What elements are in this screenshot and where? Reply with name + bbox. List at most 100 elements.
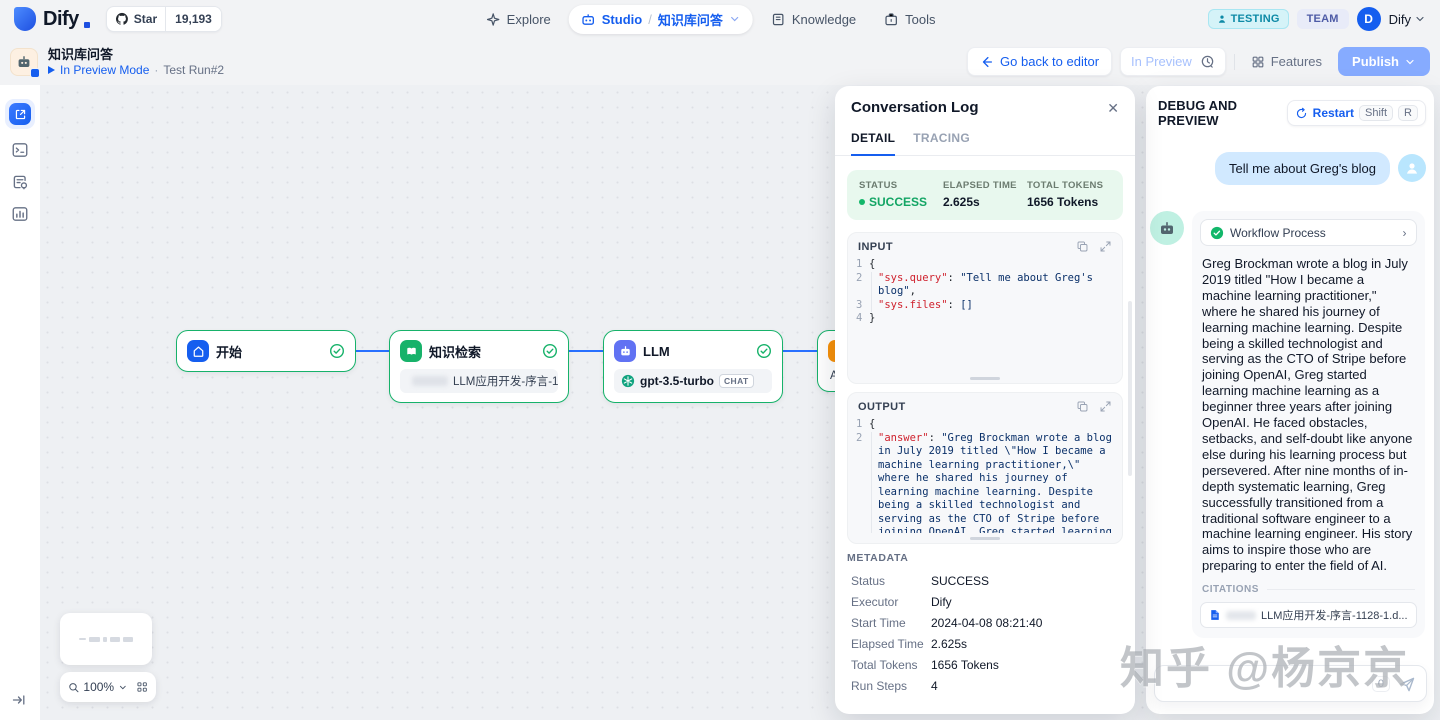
chevron-right-icon: › — [1402, 225, 1407, 240]
nav-studio-label: Studio — [601, 11, 643, 27]
line-number: 1 — [856, 418, 863, 430]
go-back-label: Go back to editor — [1000, 54, 1100, 69]
close-icon[interactable]: ✕ — [1107, 99, 1119, 116]
output-block-label: OUTPUT — [858, 400, 906, 413]
nav-tools[interactable]: Tools — [874, 6, 945, 33]
status-label: STATUS — [859, 180, 898, 191]
line-number: 2 — [856, 431, 863, 444]
output-json[interactable]: 1{ 2"answer": "Greg Brockman wrote a blo… — [848, 415, 1122, 533]
github-star-button[interactable]: Star 19,193 — [105, 6, 222, 32]
minimap-node — [110, 636, 120, 642]
auto-layout-icon[interactable] — [136, 680, 148, 694]
node-start[interactable]: 开始 — [176, 330, 356, 372]
node-title: 知识检索 — [429, 344, 482, 360]
sidebar-collapse-button[interactable] — [11, 692, 27, 708]
model-name: gpt-3.5-turbo — [640, 374, 714, 388]
line-number: 1 — [856, 258, 863, 270]
code-line: } — [869, 312, 876, 324]
bot-message-card: Workflow Process › Greg Brockman wrote a… — [1192, 211, 1425, 639]
resize-handle[interactable] — [970, 537, 1000, 540]
bar-chart-icon — [12, 207, 28, 221]
restart-button[interactable]: Restart Shift R — [1286, 100, 1426, 126]
chevron-down-icon[interactable] — [118, 682, 128, 693]
team-badge[interactable]: TEAM — [1296, 9, 1349, 29]
citations-label: CITATIONS — [1202, 584, 1259, 596]
account-name: Dify — [1388, 11, 1411, 27]
env-badge-label: TESTING — [1230, 13, 1280, 25]
kbd-r: R — [1398, 105, 1418, 121]
explore-icon — [486, 12, 500, 26]
success-check-icon — [542, 343, 558, 359]
publish-label: Publish — [1352, 54, 1399, 69]
line-number: 2 — [856, 271, 863, 284]
code-line: "sys.query": "Tell me about Greg's blog"… — [871, 271, 1112, 299]
divider — [1233, 53, 1235, 70]
dataset-chip[interactable]: LLM应用开发-序言-1128... — [400, 369, 558, 393]
chat-input[interactable]: 0 — [1154, 665, 1427, 702]
mode-row: In Preview Mode · Test Run#2 — [48, 63, 224, 77]
history-clock-icon[interactable] — [1200, 54, 1215, 69]
env-badge-testing[interactable]: TESTING — [1207, 9, 1289, 29]
minimap-node — [79, 638, 86, 640]
bot-avatar — [1150, 211, 1184, 245]
nav-studio-active[interactable]: Studio / 知识库问答 — [568, 4, 753, 34]
scrollbar-thumb[interactable] — [1128, 301, 1132, 476]
resize-handle[interactable] — [970, 377, 1000, 380]
send-icon[interactable] — [1398, 675, 1416, 693]
dify-logo-dot — [83, 22, 90, 28]
nav-tools-label: Tools — [905, 11, 936, 27]
success-check-icon — [756, 343, 772, 359]
user-avatar[interactable]: D — [1356, 7, 1381, 31]
workflow-process-toggle[interactable]: Workflow Process › — [1200, 219, 1417, 246]
features-button[interactable]: Features — [1243, 48, 1330, 75]
in-preview-group[interactable]: In Preview — [1120, 47, 1226, 76]
sidebar-item-api[interactable] — [9, 139, 31, 161]
sidebar-item-orchestrate[interactable] — [5, 99, 35, 129]
citation-file-chip[interactable]: LLM应用开发-序言-1128-1.d... — [1200, 602, 1417, 629]
openai-icon — [621, 374, 635, 388]
publish-button[interactable]: Publish — [1338, 47, 1430, 76]
tab-tracing[interactable]: TRACING — [913, 131, 971, 145]
sidebar-item-monitoring[interactable] — [9, 203, 31, 225]
github-icon — [115, 12, 128, 25]
dify-logo-icon — [14, 7, 36, 31]
elapsed-value: 2.625s — [943, 195, 980, 209]
input-json[interactable]: 1{ 2"sys.query": "Tell me about Greg's b… — [848, 255, 1122, 373]
app-icon[interactable] — [10, 47, 40, 78]
nav-knowledge[interactable]: Knowledge — [761, 6, 866, 33]
nav-explore[interactable]: Explore — [476, 6, 561, 33]
appbar-actions: Go back to editor In Preview Features Pu… — [967, 47, 1430, 76]
tab-detail[interactable]: DETAIL — [851, 122, 896, 156]
copy-icon[interactable] — [1076, 400, 1089, 413]
account-menu[interactable]: Dify — [1389, 12, 1426, 27]
test-run-label: Test Run#2 — [163, 62, 225, 77]
zoom-level[interactable]: 100% — [83, 680, 115, 694]
model-chip[interactable]: gpt-3.5-turbo CHAT — [614, 369, 772, 393]
check-circle-icon — [1210, 226, 1224, 239]
expand-icon[interactable] — [1099, 240, 1112, 253]
go-back-to-editor-button[interactable]: Go back to editor — [967, 47, 1113, 76]
dataset-name: LLM应用开发-序言-1128... — [453, 376, 558, 388]
workflow-edge — [783, 350, 817, 352]
redacted-text-blur — [1226, 610, 1256, 620]
code-line: "answer": "Greg Brockman wrote a blog in… — [871, 431, 1112, 533]
sidebar-item-logs[interactable] — [9, 171, 31, 193]
canvas-minimap[interactable] — [60, 613, 152, 665]
node-llm[interactable]: LLM gpt-3.5-turbo CHAT — [603, 330, 783, 403]
workflow-edge — [356, 350, 390, 352]
copy-icon[interactable] — [1076, 240, 1089, 253]
user-chat-avatar — [1398, 154, 1426, 182]
llm-icon — [614, 340, 636, 362]
node-knowledge-retrieval[interactable]: 知识检索 LLM应用开发-序言-1128... — [389, 330, 569, 403]
kbd-shift: Shift — [1359, 105, 1394, 121]
expand-icon[interactable] — [1099, 400, 1112, 413]
main-nav: Explore Studio / 知识库问答 Knowledge Tools — [476, 0, 946, 38]
dify-logo[interactable]: Dify — [14, 7, 90, 31]
app-title: 知识库问答 — [48, 46, 114, 62]
minimap-node — [89, 636, 100, 642]
